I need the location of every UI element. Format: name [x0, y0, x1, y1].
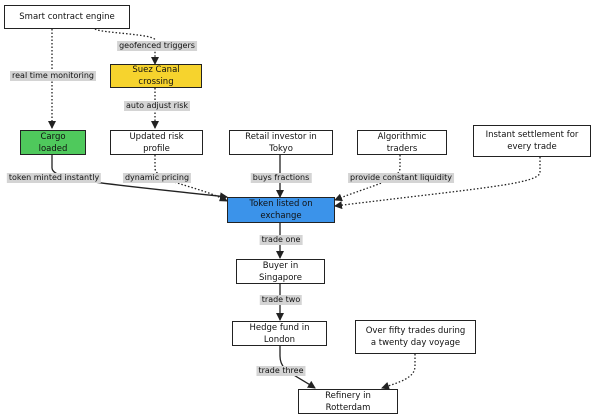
edge-label-auto-adjust-risk: auto adjust risk: [124, 101, 190, 111]
edge-label-trade-one: trade one: [259, 235, 303, 245]
edge-label-geofenced-triggers: geofenced triggers: [117, 41, 197, 51]
edge-label-token-minted-instantly: token minted instantly: [6, 173, 102, 183]
edge-fifty-refinery: [381, 354, 416, 390]
edge-label-real-time-monitoring: real time monitoring: [10, 71, 96, 81]
node-token-listed: Token listed on exchange: [227, 197, 335, 223]
edge-engine-suez: [94, 28, 159, 65]
edge-label-trade-three: trade three: [256, 366, 306, 376]
edge-instant-token: [334, 157, 541, 210]
node-suez-canal-crossing: Suez Canal crossing: [110, 64, 202, 88]
edge-label-trade-two: trade two: [259, 295, 303, 305]
node-hedge-fund-london: Hedge fund in London: [232, 321, 327, 346]
node-over-fifty-trades: Over fifty trades during a twenty day vo…: [355, 320, 476, 354]
node-instant-settlement: Instant settlement for every trade: [473, 125, 591, 157]
node-refinery-rotterdam: Refinery in Rotterdam: [298, 389, 398, 414]
node-smart-contract-engine: Smart contract engine: [4, 5, 130, 29]
edge-label-buys-fractions: buys fractions: [250, 173, 312, 183]
node-updated-risk-profile: Updated risk profile: [110, 130, 203, 155]
node-buyer-singapore: Buyer in Singapore: [236, 259, 325, 284]
edge-label-provide-constant-liquidity: provide constant liquidity: [348, 173, 454, 183]
edge-label-dynamic-pricing: dynamic pricing: [122, 173, 192, 183]
node-algorithmic-traders: Algorithmic traders: [357, 130, 447, 155]
node-cargo-loaded: Cargo loaded: [20, 130, 86, 155]
node-retail-investor-tokyo: Retail investor in Tokyo: [229, 130, 333, 155]
